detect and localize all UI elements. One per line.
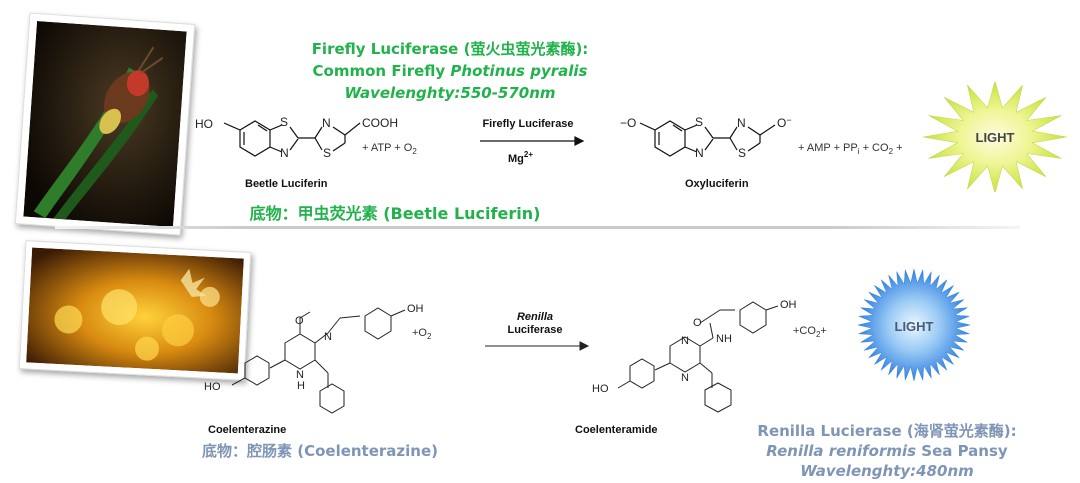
light-label-yellow: LIGHT: [976, 130, 1015, 145]
reaction2-co2: +CO2+: [793, 325, 827, 339]
firefly-photo: [14, 12, 196, 236]
oxyluciferin-n: N: [695, 146, 704, 160]
firefly-reaction-diagram: HO S N N S COOH + ATP + O2 Firefly Lucif…: [195, 115, 903, 190]
firefly-substrate-label: 底物：甲虫荧光素 (Beetle Luciferin): [249, 204, 541, 223]
luciferin-ho: HO: [195, 117, 213, 131]
reaction2-o2: +O2: [412, 327, 432, 341]
renilla-wavelength: Wavelenghty:480nm: [800, 462, 974, 480]
light-burst-yellow: LIGHT: [922, 82, 1068, 192]
renilla-title-line1: Renilla Lucierase (海肾萤光素酶):: [757, 422, 1017, 440]
firefly-wavelength: Wavelenghty:550-570nm: [344, 84, 556, 102]
renilla-title: Renilla Lucierase (海肾萤光素酶): Renilla reni…: [712, 421, 1062, 481]
reactant-name-luciferin: Beetle Luciferin: [245, 178, 328, 190]
oxyluciferin-s: S: [695, 115, 703, 129]
coelenterazine-h: H: [297, 380, 305, 392]
coelenterazine-o: O: [295, 315, 304, 327]
light-burst-blue: LIGHT: [858, 268, 970, 382]
renilla-reaction-diagram: O OH N N H HO +O2 Renilla Luciferase Coe…: [204, 299, 827, 436]
coelenteramide-nh: NH: [716, 333, 732, 345]
burst-shape: [922, 82, 1068, 192]
renilla-title-line2: Renilla reniformis Sea Pansy: [766, 442, 1008, 460]
oxyluciferin-n2: N: [737, 116, 746, 130]
reaction1-reagents: + ATP + O2: [362, 142, 417, 156]
coelenterazine-ho: HO: [204, 381, 221, 393]
oxyluciferin-o-minus: O−: [777, 115, 792, 130]
renilla-photo: [18, 240, 252, 381]
renilla-substrate-label: 底物：腔肠素 (Coelenterazine): [201, 442, 439, 460]
coelenterazine-n1: N: [324, 331, 332, 343]
luciferin-n: N: [280, 146, 289, 160]
coelenteramide-n1: N: [681, 335, 689, 347]
thiazoline-n: N: [322, 116, 331, 130]
product-name-oxyluciferin: Oxyluciferin: [685, 178, 749, 190]
section-divider: [55, 226, 1020, 229]
reaction1-cofactor: Mg2+: [508, 150, 533, 165]
oxyluciferin-s2: S: [738, 146, 746, 160]
firefly-title: Firefly Luciferase (萤火虫萤光素酶): Common Fir…: [240, 38, 660, 104]
thiazoline-s: S: [323, 146, 331, 160]
luciferin-cooh: COOH: [362, 116, 398, 130]
light-label-blue: LIGHT: [895, 319, 934, 334]
luciferin-s: S: [280, 115, 288, 129]
firefly-title-line1: Firefly Luciferase (萤火虫萤光素酶):: [311, 40, 589, 58]
reaction1-enzyme: Firefly Luciferase: [482, 118, 573, 130]
coelenteramide-n2: N: [681, 372, 689, 384]
reaction2-enzyme-line1: Renilla: [517, 311, 553, 323]
coelenteramide-o: O: [693, 317, 702, 329]
coelenterazine-n2: N: [296, 369, 304, 381]
reactant-name-coelenterazine: Coelenterazine: [208, 424, 286, 436]
coelenteramide-oh: OH: [780, 299, 797, 311]
firefly-image: [23, 21, 187, 227]
coelenterazine-oh: OH: [407, 303, 424, 315]
firefly-title-line2: Common Firefly Photinus pyralis: [312, 62, 588, 80]
renilla-image: [26, 247, 244, 374]
burst-shape: [858, 268, 970, 382]
product-name-coelenteramide: Coelenteramide: [575, 424, 658, 436]
reaction1-products: + AMP + PPi + CO2 +: [798, 142, 903, 156]
reaction2-enzyme-line2: Luciferase: [507, 324, 562, 336]
coelenteramide-ho: HO: [592, 383, 609, 395]
oxyluciferin-minus-o: −O: [620, 116, 636, 130]
